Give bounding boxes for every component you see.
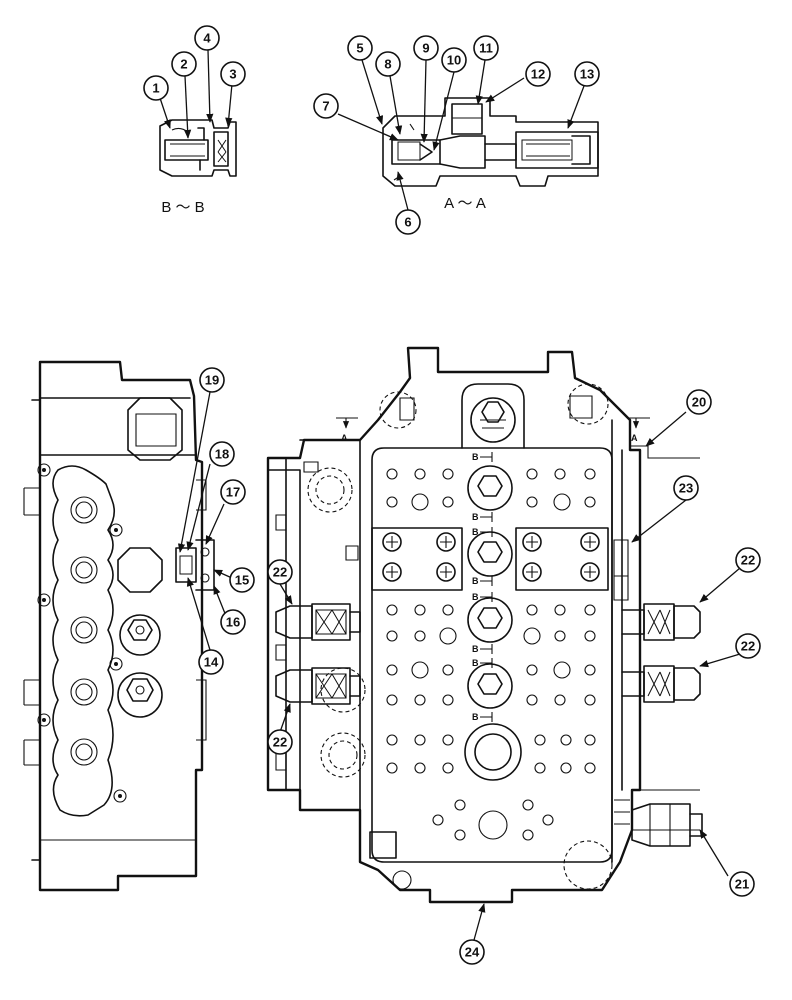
callout-21: 21	[729, 871, 755, 897]
svg-text:B: B	[472, 658, 479, 668]
relief-valve-right-lower	[621, 665, 701, 703]
svg-text:12: 12	[531, 67, 545, 82]
callout-22-left-upper: 22	[267, 559, 293, 585]
callout-6: 6	[395, 209, 421, 235]
svg-text:22: 22	[741, 639, 755, 654]
section-b-b-view	[159, 119, 237, 177]
leader-lines	[159, 49, 741, 941]
svg-text:22: 22	[273, 565, 287, 580]
svg-text:8: 8	[384, 57, 391, 72]
svg-text:14: 14	[204, 655, 219, 670]
svg-text:21: 21	[735, 877, 749, 892]
callout-12: 12	[525, 61, 551, 87]
callout-19: 19	[199, 367, 225, 393]
callout-13: 13	[574, 61, 600, 87]
relief-valve-left-upper	[275, 603, 361, 641]
svg-text:17: 17	[226, 485, 240, 500]
svg-text:15: 15	[235, 573, 249, 588]
section-b-b-label: B ～ B	[161, 199, 204, 216]
svg-text:5: 5	[356, 41, 363, 56]
svg-text:9: 9	[422, 41, 429, 56]
callout-22-right-lower: 22	[735, 633, 761, 659]
callout-18: 18	[209, 441, 235, 467]
callout-7: 7	[313, 93, 339, 119]
main-valve-body	[266, 346, 642, 904]
section-a-a-view	[382, 97, 599, 187]
section-a-letter-right: A	[631, 433, 638, 443]
svg-text:2: 2	[180, 57, 187, 72]
callout-3: 3	[220, 61, 246, 87]
svg-text:B: B	[472, 452, 479, 462]
callout-22-right-upper: 22	[735, 547, 761, 573]
callout-15: 15	[229, 567, 255, 593]
svg-text:1: 1	[152, 81, 159, 96]
svg-text:18: 18	[215, 447, 229, 462]
callout-24: 24	[459, 939, 485, 965]
callout-14: 14	[198, 649, 224, 675]
svg-text:6: 6	[404, 215, 411, 230]
svg-text:B: B	[472, 527, 479, 537]
callout-23: 23	[673, 475, 699, 501]
callout-8: 8	[375, 51, 401, 77]
svg-text:16: 16	[226, 615, 240, 630]
svg-text:B: B	[472, 712, 479, 722]
section-a-letter-left: A	[341, 433, 348, 443]
svg-text:B: B	[472, 576, 479, 586]
svg-text:4: 4	[203, 31, 211, 46]
callout-9: 9	[413, 35, 439, 61]
callout-10: 10	[441, 47, 467, 73]
svg-text:11: 11	[479, 41, 493, 56]
svg-text:3: 3	[229, 67, 236, 82]
callout-1: 1	[143, 75, 169, 101]
side-view-housing	[23, 360, 215, 892]
svg-text:24: 24	[465, 945, 480, 960]
callout-22-left-lower: 22	[267, 729, 293, 755]
callout-20: 20	[686, 389, 712, 415]
section-b-marks: B B B B B B B B	[472, 452, 493, 722]
callout-16: 16	[220, 609, 246, 635]
relief-valve-right-upper	[621, 603, 701, 641]
callout-4: 4	[194, 25, 220, 51]
svg-text:13: 13	[580, 67, 594, 82]
svg-text:22: 22	[273, 735, 287, 750]
svg-text:22: 22	[741, 553, 755, 568]
svg-text:20: 20	[692, 395, 706, 410]
svg-text:10: 10	[447, 53, 461, 68]
callout-17: 17	[220, 479, 246, 505]
svg-text:B: B	[472, 512, 479, 522]
svg-text:B: B	[472, 644, 479, 654]
relief-valve-left-lower	[275, 667, 361, 705]
callout-2: 2	[171, 51, 197, 77]
callout-11: 11	[473, 35, 499, 61]
svg-text:B: B	[472, 592, 479, 602]
svg-text:7: 7	[322, 99, 329, 114]
svg-text:19: 19	[205, 373, 219, 388]
valve-21-body	[614, 799, 703, 847]
svg-text:23: 23	[679, 481, 693, 496]
callout-5: 5	[347, 35, 373, 61]
section-a-a-label: A ～ A	[444, 195, 486, 212]
